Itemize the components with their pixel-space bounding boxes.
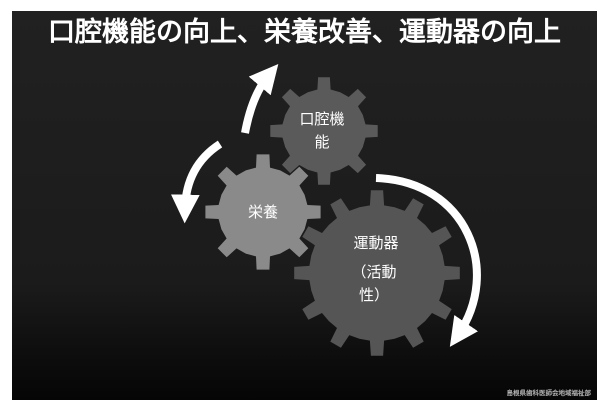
arrow-nutrition-to-oral <box>241 64 279 134</box>
locomotor-gear <box>294 190 460 356</box>
arrow-oral-to-nutrition <box>170 140 223 224</box>
oral-function-label-line1: 口腔機 <box>299 110 344 128</box>
oral-function-gear <box>270 77 378 185</box>
gear-cycle-diagram: 口腔機 能 栄養 運動器 （活動 性） <box>170 64 481 356</box>
slide-title: 口腔機能の向上、栄養改善、運動器の向上 <box>48 17 561 48</box>
locomotor-label-line1: 運動器 <box>353 234 398 252</box>
arrow-around-locomotor <box>375 174 481 347</box>
locomotor-label-line2: （活動 <box>351 263 396 281</box>
nutrition-gear <box>205 154 321 270</box>
footer-credit: 島根県歯科医師会地域福祉部 <box>506 389 592 397</box>
oral-function-label-line2: 能 <box>314 133 329 151</box>
slide: 口腔機能の向上、栄養改善、運動器の向上 口腔機 能 栄養 運動器 （活動 性） <box>12 11 597 400</box>
nutrition-label: 栄養 <box>248 203 278 221</box>
locomotor-label-line3: 性） <box>359 286 389 304</box>
